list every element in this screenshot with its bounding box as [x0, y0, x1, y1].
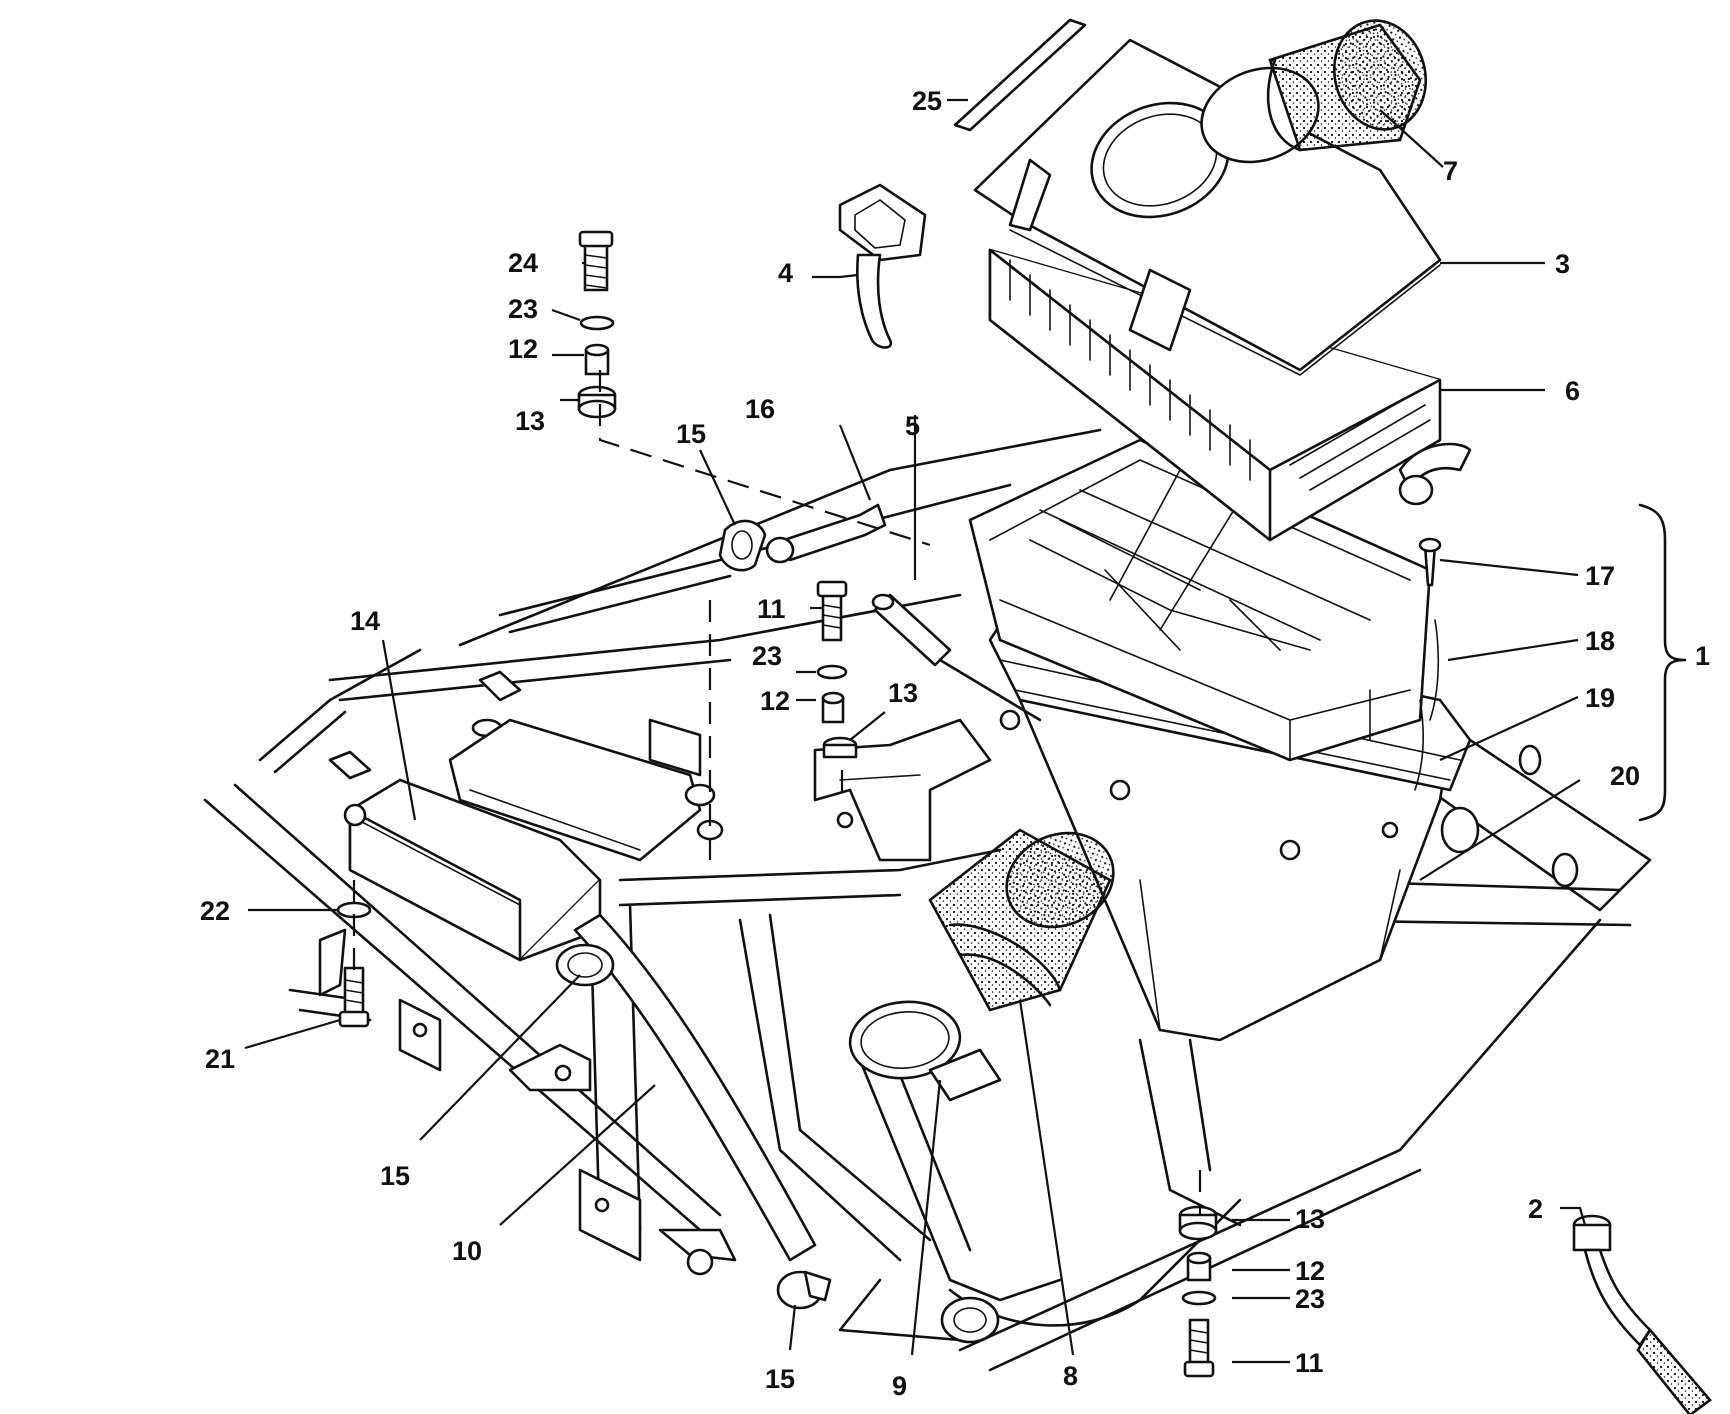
callout-24: 24 [508, 248, 538, 278]
airbox-body [968, 438, 1472, 1042]
callout-20: 20 [1610, 761, 1640, 791]
part-4-clip [838, 183, 927, 349]
part-16-hose [765, 503, 887, 564]
assembly-centerlines [352, 370, 1202, 1215]
callout-15: 15 [380, 1161, 410, 1191]
part-25-decal [953, 18, 1087, 132]
part-8-intake-boot [928, 828, 1115, 1012]
callout-16: 16 [745, 394, 775, 424]
callout-12: 12 [508, 334, 538, 364]
callout-12: 12 [760, 686, 790, 716]
callout-17: 17 [1585, 561, 1615, 591]
part-3-cover [973, 38, 1442, 376]
group-1-bracket [1638, 503, 1687, 822]
callout-13: 13 [1295, 1204, 1325, 1234]
part-15-clamp-upper [718, 519, 767, 572]
callout-23: 23 [752, 641, 782, 671]
callout-1: 1 [1695, 641, 1710, 671]
callout-19: 19 [1585, 683, 1615, 713]
fastener-stack-lower-right [1178, 1205, 1218, 1378]
part-7-velocity-stack [1266, 19, 1428, 152]
callout-23: 23 [1295, 1284, 1325, 1314]
callout-15: 15 [765, 1364, 795, 1394]
callout-12: 12 [1295, 1256, 1325, 1286]
part-10-hose [555, 913, 817, 1262]
callout-9: 9 [892, 1371, 907, 1401]
callout-10: 10 [452, 1236, 482, 1266]
callout-6: 6 [1565, 376, 1580, 406]
callout-11: 11 [1295, 1348, 1324, 1378]
mounting-bracket [813, 718, 992, 862]
callout-13: 13 [515, 406, 545, 436]
fastener-stack-left [336, 901, 372, 1028]
part-18-seal [1429, 619, 1440, 721]
callout-3: 3 [1555, 249, 1570, 279]
callout-labels: 25 7 3 4 24 23 12 13 6 16 5 15 17 1 18 1… [200, 86, 1710, 1401]
callout-4: 4 [778, 258, 793, 288]
part-9-clamp [848, 1000, 1002, 1102]
part-17-screw [1418, 537, 1442, 587]
callout-21: 21 [205, 1044, 235, 1074]
part-2-drain-hose [1572, 1214, 1712, 1414]
part-6-filter [988, 248, 1442, 542]
fastener-stack-upper-left [577, 230, 617, 419]
callout-25: 25 [912, 86, 942, 116]
callout-15: 15 [676, 419, 706, 449]
part-5-tube [871, 593, 1042, 722]
callout-23: 23 [508, 294, 538, 324]
callout-5: 5 [905, 411, 920, 441]
fastener-stack-middle [816, 580, 858, 759]
callout-2: 2 [1528, 1194, 1543, 1224]
callout-11: 11 [757, 594, 786, 624]
callout-22: 22 [200, 896, 230, 926]
part-14-tray [343, 718, 724, 962]
callout-14: 14 [350, 606, 380, 636]
callout-18: 18 [1585, 626, 1615, 656]
callout-7: 7 [1443, 156, 1458, 186]
breather-elbow [1398, 442, 1472, 506]
part-15-clamp-lower [776, 1270, 832, 1310]
callout-13: 13 [888, 678, 918, 708]
part-19-gasket [1414, 699, 1425, 791]
leader-lines [244, 98, 1587, 1364]
callout-8: 8 [1063, 1361, 1078, 1391]
